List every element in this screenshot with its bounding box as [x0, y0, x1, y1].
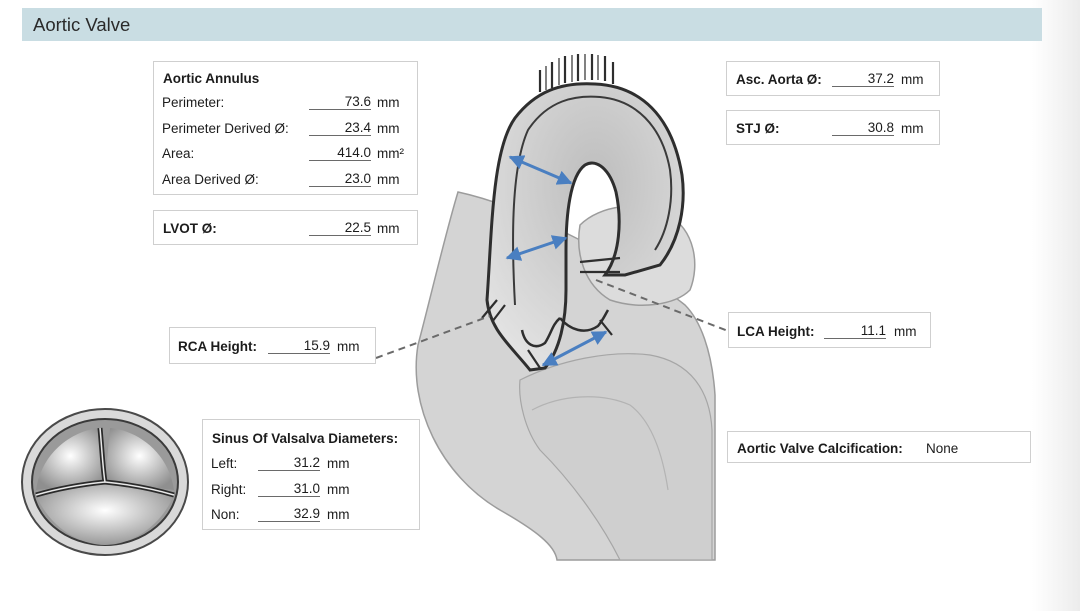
area-derived-value: 23.0	[309, 171, 371, 187]
lvot-panel: LVOT Ø: 22.5 mm	[153, 210, 418, 245]
rca-height-panel: RCA Height: 15.9 mm	[169, 327, 376, 364]
sinus-of-valsalva-panel: Sinus Of Valsalva Diameters: Left: 31.2 …	[202, 419, 420, 530]
aortic-annulus-panel: Aortic Annulus Perimeter: 73.6 mm Perime…	[153, 61, 418, 195]
valve-cusps-icon	[21, 408, 189, 556]
perimeter-unit: mm	[377, 95, 400, 110]
lca-height-unit: mm	[894, 324, 917, 339]
stj-unit: mm	[901, 121, 924, 136]
lca-height-panel: LCA Height: 11.1 mm	[728, 312, 931, 348]
sinus-non-unit: mm	[327, 507, 350, 522]
stj-value: 30.8	[832, 120, 894, 136]
asc-aorta-panel: Asc. Aorta Ø: 37.2 mm	[726, 61, 940, 96]
rca-height-value: 15.9	[268, 338, 330, 354]
sinus-left-value: 31.2	[258, 455, 320, 471]
rca-height-label: RCA Height:	[178, 339, 257, 354]
area-value: 414.0	[309, 145, 371, 161]
rca-height-unit: mm	[337, 339, 360, 354]
rca-leader-line	[375, 315, 491, 359]
sinus-non-value: 32.9	[258, 506, 320, 522]
perimeter-derived-unit: mm	[377, 121, 400, 136]
annulus-arrow	[541, 330, 608, 367]
area-label: Area:	[162, 146, 195, 161]
asc-aorta-arrow	[508, 155, 573, 185]
asc-aorta-label: Asc. Aorta Ø:	[736, 72, 822, 87]
lvot-unit: mm	[377, 221, 400, 236]
calcification-panel: Aortic Valve Calcification: None	[727, 431, 1031, 463]
sinus-left-label: Left:	[211, 456, 238, 471]
stj-panel: STJ Ø: 30.8 mm	[726, 110, 940, 145]
asc-aorta-unit: mm	[901, 72, 924, 87]
lca-height-value: 11.1	[824, 323, 886, 339]
lvot-value: 22.5	[309, 220, 371, 236]
calcification-label: Aortic Valve Calcification:	[737, 441, 903, 456]
right-edge-shadow	[1032, 0, 1080, 611]
sinus-right-unit: mm	[327, 482, 350, 497]
asc-aorta-value: 37.2	[832, 71, 894, 87]
perimeter-derived-label: Perimeter Derived Ø:	[162, 121, 289, 136]
stj-label: STJ Ø:	[736, 121, 780, 136]
perimeter-label: Perimeter:	[162, 95, 225, 110]
sinus-right-value: 31.0	[258, 481, 320, 497]
sinus-right-label: Right:	[211, 482, 247, 497]
area-derived-unit: mm	[377, 172, 400, 187]
section-header: Aortic Valve	[22, 8, 1042, 41]
measurement-arrows	[505, 155, 608, 367]
sinus-left-unit: mm	[327, 456, 350, 471]
sinus-of-valsalva-title: Sinus Of Valsalva Diameters:	[212, 431, 399, 446]
perimeter-derived-value: 23.4	[309, 120, 371, 136]
lca-height-label: LCA Height:	[737, 324, 815, 339]
perimeter-value: 73.6	[309, 94, 371, 110]
aorta	[481, 54, 685, 372]
lvot-label: LVOT Ø:	[163, 221, 217, 236]
stj-arrow	[505, 235, 568, 261]
sinus-non-label: Non:	[211, 507, 240, 522]
section-title: Aortic Valve	[33, 14, 131, 35]
calcification-value: None	[926, 441, 959, 456]
area-derived-label: Area Derived Ø:	[162, 172, 259, 187]
area-unit: mm²	[377, 146, 404, 161]
aortic-annulus-title: Aortic Annulus	[163, 71, 260, 86]
